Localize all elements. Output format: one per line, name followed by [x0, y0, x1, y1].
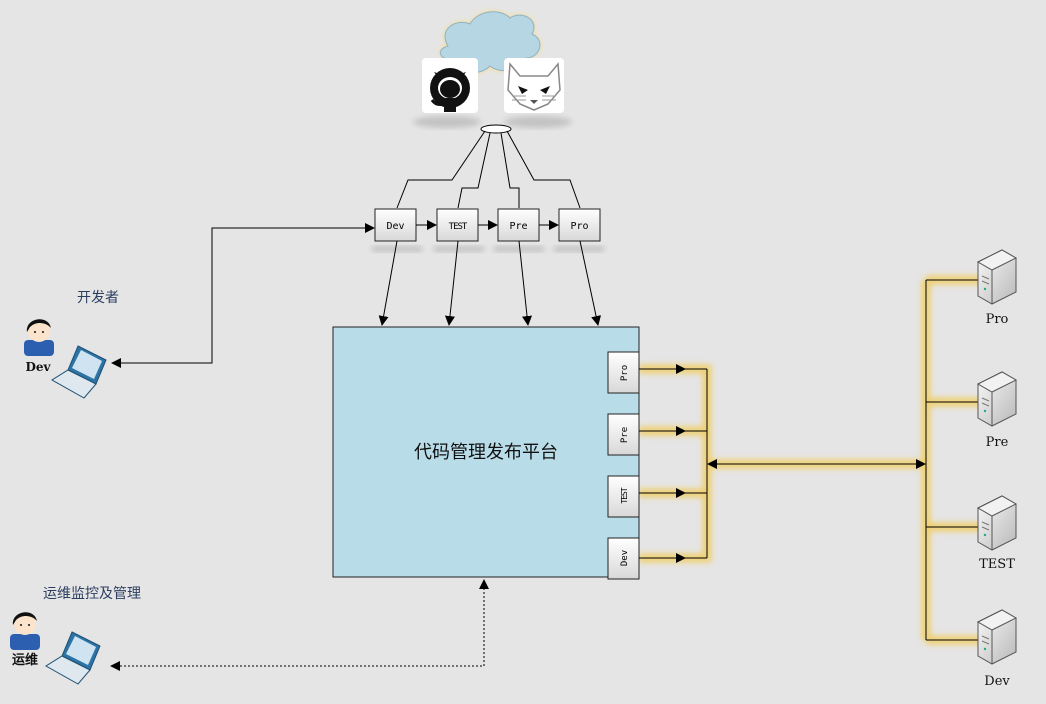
connection-hub: [480, 124, 512, 134]
release-platform[interactable]: 代码管理发布平台: [332, 326, 640, 578]
stage-pro[interactable]: Pro: [558, 208, 601, 242]
server-dev[interactable]: Dev: [976, 609, 1018, 689]
port-pro[interactable]: Pro: [607, 351, 640, 394]
stage-label: TEST: [449, 222, 468, 232]
port-label: Dev: [620, 550, 630, 566]
port-label: TEST: [620, 487, 629, 503]
repo-links: [396, 130, 581, 209]
server-test[interactable]: TEST: [976, 495, 1018, 572]
server-icon: [976, 609, 1018, 665]
port-label: Pro: [620, 365, 630, 381]
stage-label: Pro: [570, 221, 588, 232]
server-icon: [976, 249, 1018, 305]
server-label: Pro: [986, 312, 1009, 327]
server-icon: [976, 495, 1018, 551]
stage-label: Dev: [386, 221, 404, 232]
port-dev[interactable]: Dev: [607, 537, 640, 580]
gitlab-icon: [504, 58, 564, 113]
operations-link: [110, 579, 489, 671]
highlight-glow: [639, 275, 985, 645]
developer-label: 开发者: [77, 290, 119, 306]
port-links: [639, 279, 980, 641]
stage-dev[interactable]: Dev: [374, 208, 417, 242]
laptop-icon: [51, 345, 107, 399]
port-pre[interactable]: Pre: [607, 413, 640, 456]
developer-badge: Dev: [25, 360, 51, 374]
developer-user[interactable]: Dev: [24, 319, 107, 399]
port-label: Pre: [620, 427, 630, 443]
laptop-icon: [45, 631, 101, 685]
stage-to-platform-arrows: [378, 240, 602, 326]
server-label: TEST: [979, 557, 1015, 572]
person-icon: [24, 319, 54, 356]
github-icon: [422, 58, 478, 113]
operations-user[interactable]: 运维: [10, 612, 101, 685]
stage-pre[interactable]: Pre: [497, 208, 540, 242]
cloud-icon: [439, 11, 541, 74]
platform-title: 代码管理发布平台: [414, 442, 558, 463]
server-pre[interactable]: Pre: [976, 371, 1018, 450]
server-pro[interactable]: Pro: [976, 249, 1018, 327]
developer-link: [111, 223, 375, 368]
server-label: Pre: [986, 435, 1009, 450]
person-icon: [10, 612, 40, 650]
stage-label: Pre: [509, 221, 527, 232]
server-icon: [976, 371, 1018, 427]
server-label: Dev: [984, 674, 1010, 689]
stage-test[interactable]: TEST: [436, 208, 479, 242]
operations-badge: 运维: [12, 652, 38, 668]
operations-label: 运维监控及管理: [43, 586, 141, 602]
port-test[interactable]: TEST: [607, 475, 640, 518]
